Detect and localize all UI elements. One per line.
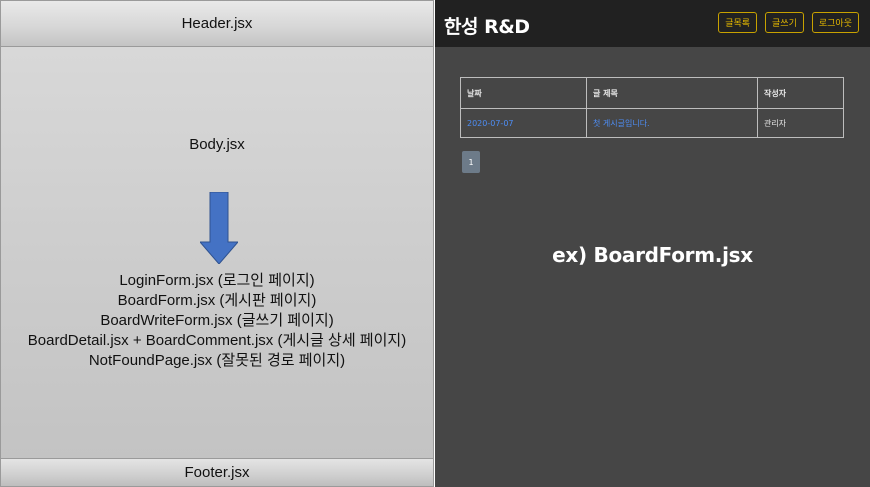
footer-component-box: Footer.jsx	[0, 458, 434, 487]
write-post-button[interactable]: 글쓰기	[765, 12, 804, 33]
footer-label: Footer.jsx	[184, 464, 250, 481]
page-component-board-write: BoardWriteForm.jsx (글쓰기 페이지)	[100, 312, 334, 329]
pagination-page-button[interactable]: 1	[462, 151, 480, 173]
column-header-date: 날짜	[460, 77, 587, 109]
post-date-link[interactable]: 2020-07-07	[460, 108, 587, 138]
board-table: 날짜 글 제목 작성자 2020-07-07 첫 게시글입니다. 관리자	[460, 77, 844, 138]
header-component-box: Header.jsx	[0, 0, 434, 47]
table-row[interactable]: 2020-07-07 첫 게시글입니다. 관리자	[460, 108, 844, 138]
post-title-link[interactable]: 첫 게시글입니다.	[586, 108, 758, 138]
post-author: 관리자	[757, 108, 844, 138]
body-label: Body.jsx	[189, 136, 245, 153]
board-form-preview: 한성 R&D 글목록 글쓰기 로그아웃 날짜 글 제목 작성자 2020-07-…	[435, 0, 870, 487]
logout-button[interactable]: 로그아웃	[811, 12, 859, 33]
brand-logo[interactable]: 한성 R&D	[444, 16, 530, 38]
page-component-not-found: NotFoundPage.jsx (잘못된 경로 페이지)	[88, 352, 346, 369]
page-component-list: LoginForm.jsx (로그인 페이지) BoardForm.jsx (게…	[1, 271, 433, 371]
example-caption: ex) BoardForm.jsx	[552, 243, 753, 267]
component-diagram: Header.jsx Body.jsx LoginForm.jsx (로그인 페…	[0, 0, 434, 487]
nav-buttons: 글목록 글쓰기 로그아웃	[718, 12, 859, 33]
down-arrow-icon	[200, 192, 238, 264]
page-component-board: BoardForm.jsx (게시판 페이지)	[117, 292, 317, 309]
body-component-box: Body.jsx LoginForm.jsx (로그인 페이지) BoardFo…	[0, 46, 434, 459]
board-list-button[interactable]: 글목록	[718, 12, 758, 33]
header-label: Header.jsx	[181, 15, 253, 32]
page-component-login: LoginForm.jsx (로그인 페이지)	[119, 272, 315, 289]
page-component-board-detail: BoardDetail.jsx + BoardComment.jsx (게시글 …	[27, 332, 407, 349]
table-header-row: 날짜 글 제목 작성자	[460, 77, 844, 109]
column-header-title: 글 제목	[586, 77, 758, 109]
navbar: 한성 R&D 글목록 글쓰기 로그아웃	[435, 0, 870, 47]
column-header-author: 작성자	[757, 77, 844, 109]
